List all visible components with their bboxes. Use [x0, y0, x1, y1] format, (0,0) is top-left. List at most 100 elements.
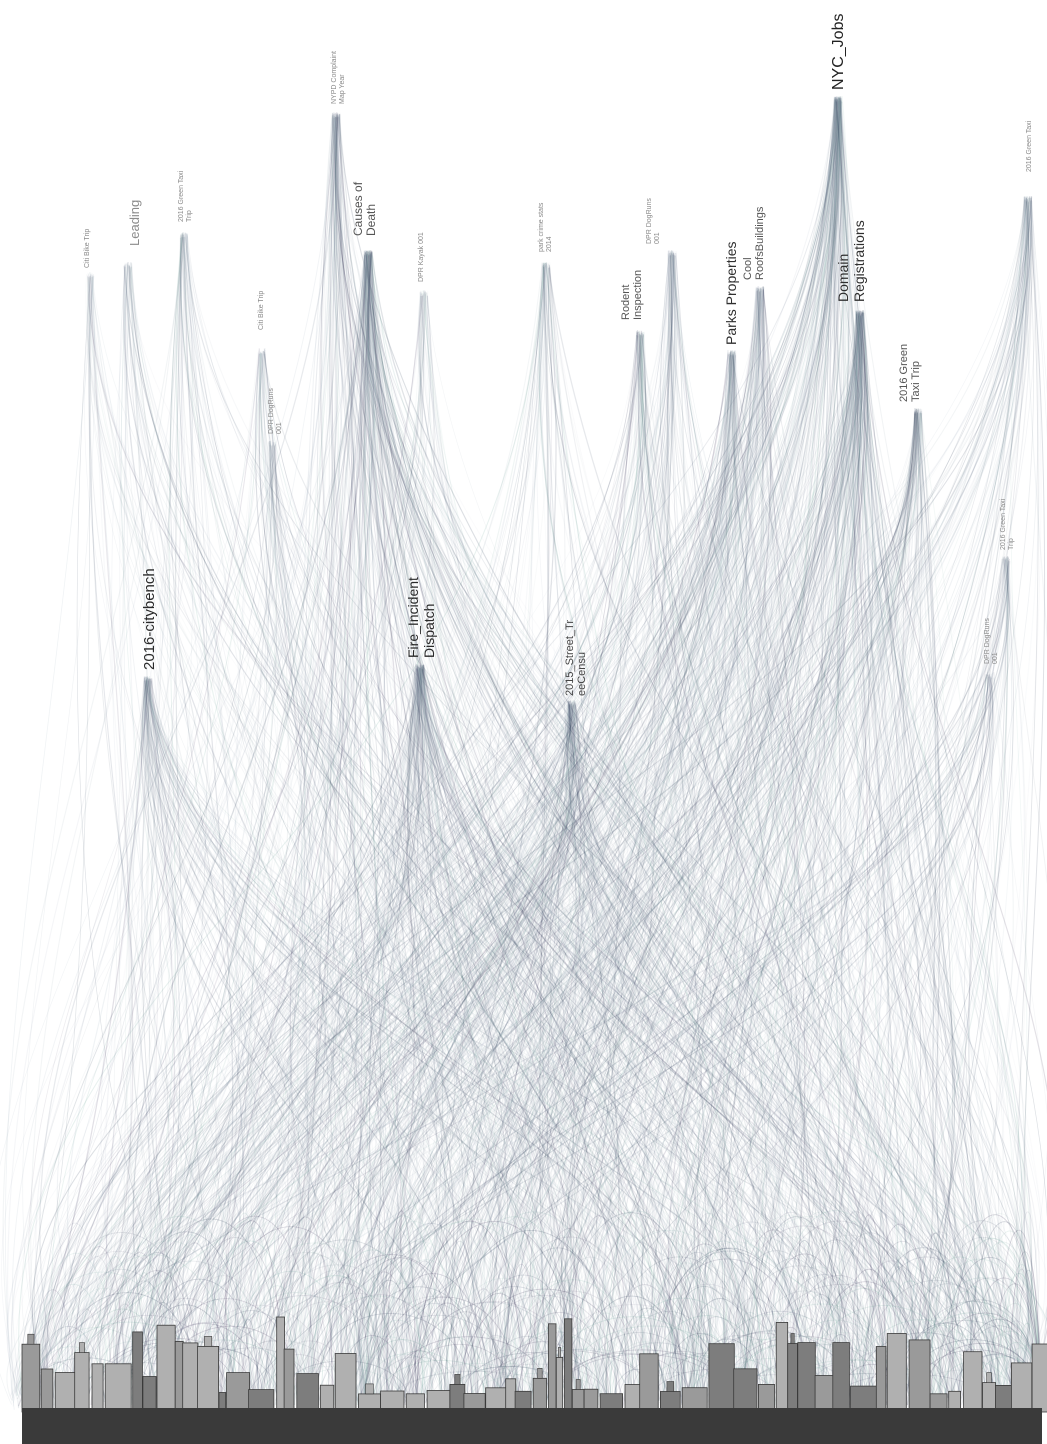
connection-line	[116, 253, 372, 1409]
connection-line	[122, 255, 377, 1404]
connection-line	[143, 677, 364, 1400]
connection-line	[755, 288, 1030, 1408]
label-line: DPR DogRuns	[984, 618, 991, 664]
connection-line	[777, 100, 849, 1400]
connection-line	[505, 412, 922, 1394]
connection-line	[118, 679, 148, 1405]
connection-line	[157, 313, 865, 1396]
connection-line	[968, 1221, 1041, 1406]
dataset-label-cool-roofs: Cool RoofsBuildings	[742, 207, 767, 280]
connection-line	[365, 250, 952, 1398]
connection-line	[639, 199, 1026, 1395]
connection-line	[27, 315, 863, 1394]
connection-line	[66, 677, 148, 1410]
connection-line	[547, 266, 740, 1409]
connection-line	[417, 664, 745, 1404]
connection-line	[60, 264, 149, 1400]
connection-line	[538, 264, 915, 1409]
connection-line	[331, 116, 846, 1395]
connection-line	[719, 1225, 888, 1406]
connection-line	[366, 252, 588, 1397]
connection-line	[359, 198, 1026, 1409]
connection-line	[217, 264, 546, 1404]
connection-line	[854, 310, 1047, 1399]
connection-line	[383, 700, 575, 1401]
connection-line	[572, 101, 843, 1396]
connection-line	[289, 287, 759, 1403]
connection-line	[327, 1276, 362, 1406]
connection-line	[778, 315, 863, 1399]
connection-line	[673, 253, 969, 1405]
connection-line	[361, 200, 1031, 1404]
connection-line	[365, 253, 532, 1396]
connection-line	[12, 101, 837, 1407]
connection-line	[418, 667, 596, 1393]
connection-line	[296, 264, 548, 1410]
connection-line	[740, 311, 860, 1397]
connection-line	[21, 310, 863, 1406]
connection-line	[241, 313, 859, 1405]
connection-line	[332, 255, 368, 1407]
connection-line	[345, 410, 918, 1403]
connection-line	[675, 311, 863, 1397]
connection-line	[332, 117, 448, 1403]
connection-line	[87, 275, 845, 1403]
connection-line	[41, 1250, 195, 1406]
connection-line	[720, 352, 788, 1393]
connection-line	[855, 313, 999, 1404]
building-spire	[575, 1379, 581, 1390]
connection-line	[155, 237, 183, 1400]
connection-line	[33, 291, 426, 1409]
connection-line	[226, 1271, 356, 1406]
connection-line	[195, 675, 988, 1407]
connection-line	[506, 1279, 640, 1406]
connection-line	[89, 271, 339, 1405]
connection-line	[224, 255, 369, 1402]
connection-line	[1022, 201, 1047, 1395]
building	[1031, 1343, 1047, 1413]
connection-line	[412, 667, 534, 1410]
connection-line	[704, 290, 758, 1402]
connection-line	[416, 1220, 524, 1406]
connection-line	[611, 1297, 754, 1406]
connection-line	[728, 354, 929, 1396]
connection-line	[313, 1228, 429, 1406]
connection-line	[312, 704, 574, 1400]
connection-line	[364, 251, 859, 1405]
connection-line	[505, 96, 836, 1398]
connection-line	[417, 669, 1026, 1396]
connection-line	[336, 113, 892, 1396]
connection-line	[364, 251, 405, 1394]
connection-line	[364, 410, 917, 1397]
connection-line	[147, 680, 671, 1400]
connection-line	[297, 250, 369, 1397]
connection-line	[366, 250, 597, 1393]
connection-line	[350, 253, 386, 1409]
connection-line	[533, 677, 988, 1401]
connection-line	[262, 252, 675, 1399]
connection-line	[368, 251, 625, 1401]
building	[875, 1346, 887, 1413]
connection-line	[861, 1247, 986, 1406]
connection-line	[414, 355, 733, 1407]
connection-line	[546, 334, 656, 1401]
connection-line	[337, 558, 1006, 1398]
connection-line	[899, 409, 944, 1398]
connection-line	[638, 330, 875, 1409]
connection-line	[515, 313, 867, 1405]
connection-line	[210, 117, 355, 1398]
connection-line	[218, 251, 673, 1403]
connection-line	[470, 254, 672, 1396]
connection-line	[533, 331, 638, 1406]
connection-line	[570, 705, 661, 1393]
connection-line	[563, 353, 736, 1397]
connection-line	[119, 97, 843, 1398]
connection-line	[715, 355, 746, 1406]
connection-line	[732, 310, 866, 1407]
connection-line	[854, 310, 1047, 1407]
connection-line	[87, 274, 843, 1399]
connection-line	[330, 117, 635, 1401]
connection-line	[259, 350, 413, 1394]
connection-line	[367, 254, 568, 1405]
connection-line	[209, 700, 569, 1408]
